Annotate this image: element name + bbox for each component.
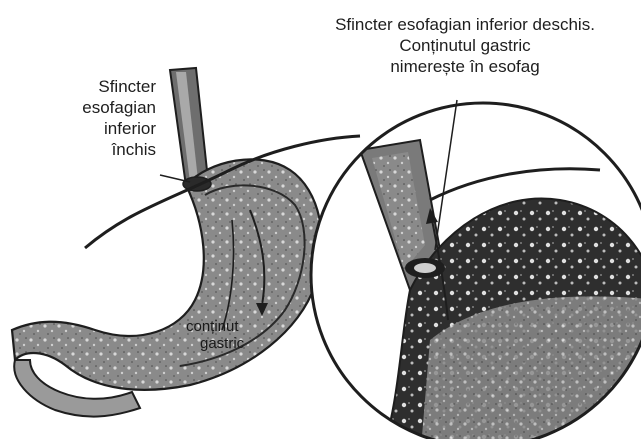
label-gastric-content-line2: gastric <box>186 335 276 352</box>
label-sphincter-closed-line2: esofagian <box>60 97 156 118</box>
label-sphincter-closed-line1: Sfincter <box>60 76 156 97</box>
label-sphincter-open-line1: Sfincter esofagian inferior deschis. <box>292 14 638 35</box>
label-sphincter-closed-line4: închis <box>60 139 156 160</box>
label-sphincter-closed: Sfincter esofagian inferior închis <box>60 76 156 160</box>
label-sphincter-open: Sfincter esofagian inferior deschis. Con… <box>292 14 638 77</box>
label-sphincter-closed-line3: inferior <box>60 118 156 139</box>
label-gastric-content: conținut gastric <box>186 318 276 352</box>
magnified-view <box>311 100 641 439</box>
stomach-body-left <box>12 159 322 389</box>
label-sphincter-open-line2: Conținutul gastric <box>292 35 638 56</box>
label-sphincter-open-line3: nimerește în esofag <box>292 56 638 77</box>
label-gastric-content-line1: conținut <box>186 318 276 335</box>
